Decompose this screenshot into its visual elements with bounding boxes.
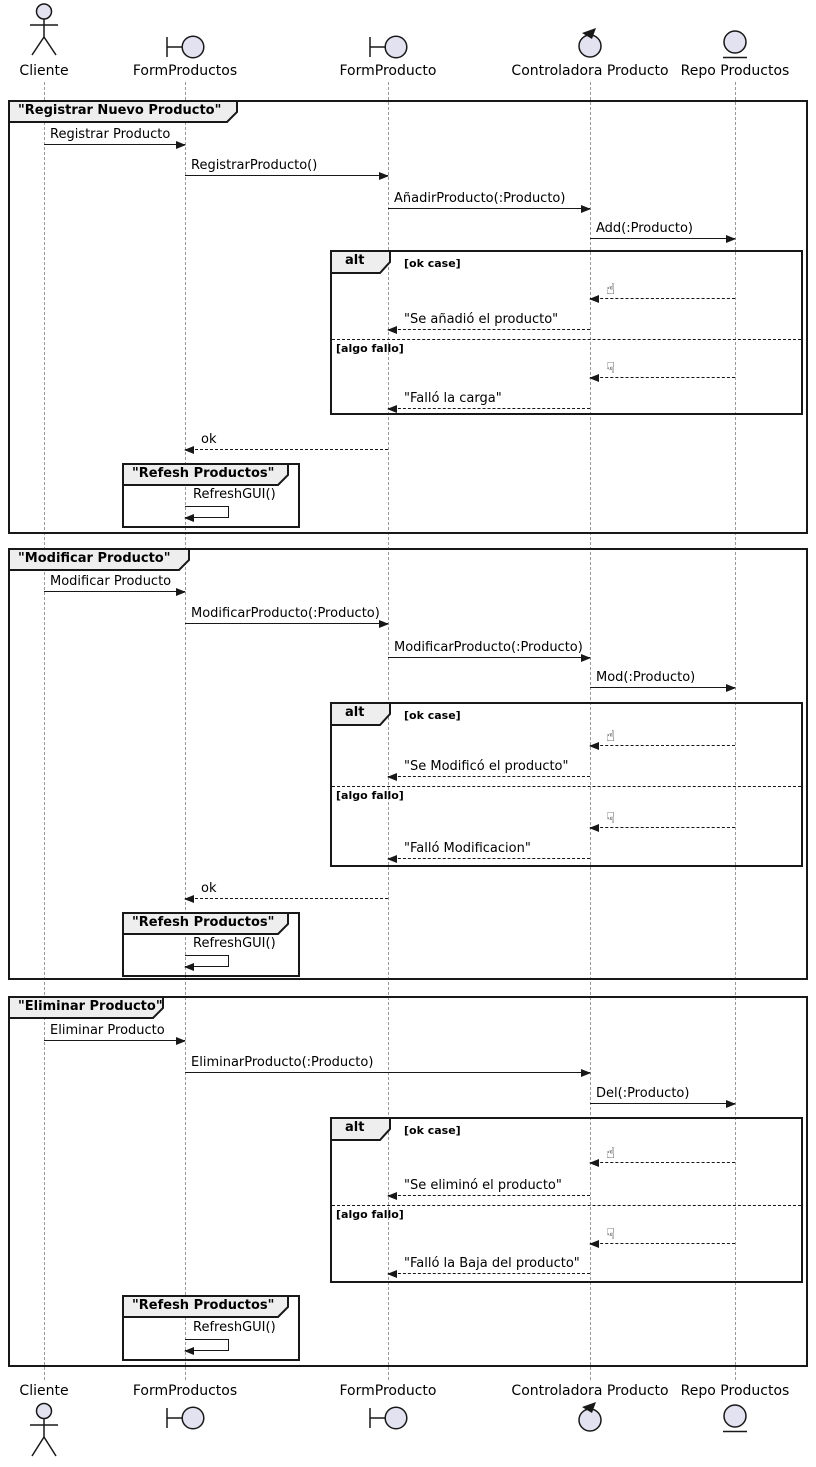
participant-label-repo: Repo Productos bbox=[680, 63, 790, 79]
message-return-ok: ok bbox=[184, 432, 388, 454]
control-icon bbox=[578, 1402, 602, 1432]
alt-title: alt bbox=[330, 1117, 391, 1141]
thumbs-up-icon: ☝ bbox=[606, 1144, 616, 1162]
entity-icon bbox=[723, 30, 747, 59]
message-modificarproducto-call2: ModificarProducto(:Producto) bbox=[388, 640, 591, 662]
group-frame-title: "Eliminar Producto" bbox=[8, 996, 164, 1019]
group-frame-modificar: "Modificar Producto" bbox=[8, 548, 808, 980]
thumbs-down-icon: ☟ bbox=[606, 359, 616, 377]
alt-guard-ok: [ok case] bbox=[404, 1124, 461, 1137]
lifeline-formproductos bbox=[184, 82, 186, 1380]
alt-guard-fail: [algo fallo] bbox=[336, 1208, 404, 1221]
self-call-loop bbox=[184, 955, 229, 971]
group-frame-title: "Refesh Productos" bbox=[122, 912, 289, 935]
lifeline-repo-productos bbox=[734, 82, 736, 1380]
alt-divider bbox=[332, 1205, 801, 1206]
participant-label-formproducto: FormProducto bbox=[339, 63, 437, 79]
alt-keyword: alt bbox=[345, 253, 365, 268]
message-return-ok-status: ☝ bbox=[589, 280, 735, 303]
message-return-ok-status: ☝ bbox=[589, 1144, 735, 1167]
message-reply-failed-delete: "Falló la Baja del producto" bbox=[387, 1256, 590, 1278]
message-refreshgui-self: RefreshGUI() bbox=[184, 1320, 276, 1355]
participant-label-cliente: Cliente bbox=[19, 63, 69, 79]
message-reply-deleted: "Se eliminó el producto" bbox=[387, 1178, 590, 1200]
participant-label-controladora: Controladora Producto bbox=[511, 1383, 669, 1399]
group-title-text: "Eliminar Producto" bbox=[18, 999, 163, 1014]
group-title-text: "Modificar Producto" bbox=[18, 551, 171, 566]
alt-guard-ok: [ok case] bbox=[404, 257, 461, 270]
alt-fragment-modificar: alt [ok case] [algo fallo] bbox=[330, 702, 803, 867]
message-anadirproducto-call: AñadirProducto(:Producto) bbox=[388, 191, 591, 213]
self-call-loop bbox=[184, 1339, 229, 1355]
alt-keyword: alt bbox=[345, 705, 365, 720]
thumbs-down-icon: ☟ bbox=[606, 1225, 616, 1243]
thumbs-up-icon: ☝ bbox=[606, 280, 616, 298]
message-return-fail-status: ☟ bbox=[589, 809, 735, 832]
alt-fragment-eliminar: alt [ok case] [algo fallo] bbox=[330, 1117, 803, 1283]
participant-label-formproducto: FormProducto bbox=[339, 1383, 437, 1399]
boundary-icon bbox=[166, 1406, 205, 1430]
message-eliminar-producto: Eliminar Producto bbox=[44, 1023, 186, 1045]
alt-fragment-registrar: alt [ok case] [algo fallo] bbox=[330, 250, 803, 415]
message-refreshgui-self: RefreshGUI() bbox=[184, 936, 276, 971]
alt-keyword: alt bbox=[345, 1120, 365, 1135]
message-reply-modified: "Se Modificó el producto" bbox=[387, 759, 590, 781]
message-reply-failed-mod: "Falló Modificacion" bbox=[387, 841, 590, 863]
group-frame-refresh: "Refesh Productos" bbox=[122, 1295, 300, 1361]
participant-label-formproductos: FormProductos bbox=[132, 63, 238, 79]
group-title-text: "Registrar Nuevo Producto" bbox=[18, 103, 222, 118]
message-return-ok-status: ☝ bbox=[589, 727, 735, 750]
message-refreshgui-self: RefreshGUI() bbox=[184, 487, 276, 522]
group-frame-eliminar: "Eliminar Producto" bbox=[8, 996, 808, 1367]
message-mod-call: Mod(:Producto) bbox=[590, 670, 736, 692]
entity-icon bbox=[723, 1404, 747, 1433]
alt-guard-fail: [algo fallo] bbox=[336, 342, 404, 355]
message-registrar-producto: Registrar Producto bbox=[44, 127, 186, 149]
boundary-icon bbox=[369, 35, 408, 59]
thumbs-down-icon: ☟ bbox=[606, 809, 616, 827]
group-title-text: "Refesh Productos" bbox=[132, 915, 275, 930]
group-frame-title: "Refesh Productos" bbox=[122, 463, 289, 486]
message-registrarproducto-call: RegistrarProducto() bbox=[185, 158, 389, 180]
group-frame-title: "Refesh Productos" bbox=[122, 1295, 289, 1318]
message-del-call: Del(:Producto) bbox=[590, 1086, 736, 1108]
message-reply-failed-load: "Falló la carga" bbox=[387, 391, 590, 413]
control-icon bbox=[578, 28, 602, 58]
message-modificar-producto: Modificar Producto bbox=[44, 574, 186, 596]
alt-guard-fail: [algo fallo] bbox=[336, 789, 404, 802]
group-title-text: "Refesh Productos" bbox=[132, 466, 275, 481]
lifeline-cliente bbox=[43, 82, 45, 1380]
message-reply-added: "Se añadió el producto" bbox=[387, 312, 590, 334]
alt-guard-ok: [ok case] bbox=[404, 709, 461, 722]
alt-divider bbox=[332, 786, 801, 787]
message-return-fail-status: ☟ bbox=[589, 359, 735, 382]
participant-label-repo: Repo Productos bbox=[680, 1383, 790, 1399]
lifeline-formproducto bbox=[387, 82, 389, 1380]
alt-title: alt bbox=[330, 250, 391, 274]
alt-divider bbox=[332, 339, 801, 340]
message-return-ok: ok bbox=[184, 881, 388, 903]
participant-label-controladora: Controladora Producto bbox=[511, 63, 669, 79]
group-frame-refresh: "Refesh Productos" bbox=[122, 463, 300, 528]
group-frame-title: "Registrar Nuevo Producto" bbox=[8, 100, 238, 123]
boundary-icon bbox=[369, 1406, 408, 1430]
boundary-icon bbox=[166, 35, 205, 59]
group-title-text: "Refesh Productos" bbox=[132, 1298, 275, 1313]
actor-icon bbox=[30, 3, 58, 56]
message-modificarproducto-call1: ModificarProducto(:Producto) bbox=[185, 606, 389, 628]
participant-label-formproductos: FormProductos bbox=[132, 1383, 238, 1399]
group-frame-registrar: "Registrar Nuevo Producto" bbox=[8, 100, 808, 534]
group-frame-refresh: "Refesh Productos" bbox=[122, 912, 300, 977]
participant-label-cliente: Cliente bbox=[19, 1383, 69, 1399]
message-eliminarproducto-call: EliminarProducto(:Producto) bbox=[185, 1055, 591, 1077]
group-frame-title: "Modificar Producto" bbox=[8, 548, 190, 571]
lifeline-controladora-producto bbox=[589, 82, 591, 1380]
alt-title: alt bbox=[330, 702, 391, 726]
thumbs-up-icon: ☝ bbox=[606, 727, 616, 745]
actor-icon bbox=[30, 1402, 58, 1457]
message-add-call: Add(:Producto) bbox=[590, 221, 736, 243]
self-call-loop bbox=[184, 506, 229, 522]
message-return-fail-status: ☟ bbox=[589, 1225, 735, 1248]
